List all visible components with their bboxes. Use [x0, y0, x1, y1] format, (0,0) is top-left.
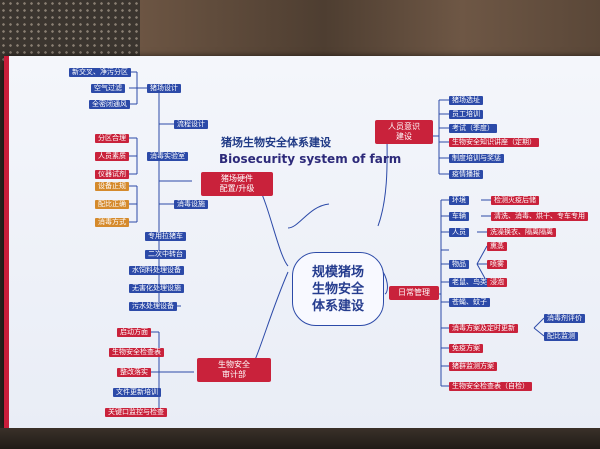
leaf-node: 老鼠、鸟类	[449, 278, 490, 287]
leaf-node: 制度培训与奖惩	[449, 154, 504, 163]
leaf-node: 人员素质	[95, 152, 129, 161]
leaf-node: 员工培训	[449, 110, 483, 119]
leaf-node: 空气过滤	[91, 84, 125, 93]
center-line: 体系建设	[311, 298, 364, 314]
sub-node: 流程设计	[174, 120, 208, 129]
leaf-node: 分区合理	[95, 134, 129, 143]
leaf-node: 生物安全检查表	[109, 348, 164, 357]
leaf-node: 生物安全检查表（自检）	[449, 382, 532, 391]
sub-node: 污水处理设备	[129, 302, 177, 311]
leaf-node: 设备正规	[95, 182, 129, 191]
leaf-node: 仪器试剂	[95, 170, 129, 179]
leaf-node: 免疫方案	[449, 344, 483, 353]
sub-node: 猪场设计	[147, 84, 181, 93]
sub-node: 专用拉猪车	[145, 232, 186, 241]
leaf-node: 喷雾	[487, 260, 507, 269]
leaf-node: 整改落实	[117, 368, 151, 377]
leaf-node: 消毒剂评价	[544, 314, 585, 323]
leaf-node: 消毒方式	[95, 218, 129, 227]
leaf-node: 洗澡换衣、隔离隔离	[487, 228, 556, 237]
sub-node: 消毒设施	[174, 200, 208, 209]
leaf-node: 考试（季度）	[449, 124, 497, 133]
sub-node: 二次中转台	[145, 250, 186, 259]
sub-node: 无害化处理设施	[129, 284, 184, 293]
sub-node: 消毒实验室	[147, 152, 188, 161]
branch-daily: 日常管理	[389, 286, 439, 300]
leaf-node: 消毒方案及定时更新	[449, 324, 518, 333]
leaf-node: 熏蒸	[487, 242, 507, 251]
center-node: 规模猪场 生物安全 体系建设	[292, 252, 384, 326]
branch-audit: 生物安全 审计部	[197, 358, 271, 382]
slide-title-cn: 猪场生物安全体系建设	[221, 136, 331, 149]
leaf-node: 疫情播报	[449, 170, 483, 179]
leaf-node: 生物安全知识讲座（定期）	[449, 138, 539, 147]
leaf-node: 人员	[449, 228, 469, 237]
leaf-node: 文件更新培训	[113, 388, 161, 397]
mindmap-connectors	[129, 71, 545, 413]
leaf-node: 苍蝇、蚊子	[449, 298, 490, 307]
leaf-node: 环境	[449, 196, 469, 205]
leaf-node: 猪场选址	[449, 96, 483, 105]
branch-hardware: 猪场硬件 配置/升级	[201, 172, 273, 196]
leaf-node: 新交叉、净污分区	[69, 68, 131, 77]
center-line: 规模猪场	[311, 264, 364, 280]
leaf-node: 启动方面	[117, 328, 151, 337]
leaf-node: 清洗、消毒、烘干、专车专用	[491, 212, 588, 221]
speaker-grill	[0, 0, 140, 62]
leaf-node: 关键口监控与检查	[105, 408, 167, 417]
leaf-node: 车辆	[449, 212, 469, 221]
leaf-node: 全密闭通风	[89, 100, 130, 109]
leaf-node: 检测灭疫后储	[491, 196, 539, 205]
leaf-node: 猪群监测方案	[449, 362, 497, 371]
leaf-node: 浸泡	[487, 278, 507, 287]
leaf-node: 配比正确	[95, 200, 129, 209]
sub-node: 水饲料处理设备	[129, 266, 184, 275]
leaf-node: 物品	[449, 260, 469, 269]
center-line: 生物安全	[311, 281, 364, 297]
presentation-screen: 猪场生物安全体系建设 Biosecurity system of farm 规模…	[4, 56, 600, 428]
leaf-node: 配比监测	[544, 332, 578, 341]
floor	[0, 428, 600, 449]
branch-people: 人员意识 建设	[375, 120, 433, 144]
slide-title-en: Biosecurity system of farm	[219, 152, 402, 166]
